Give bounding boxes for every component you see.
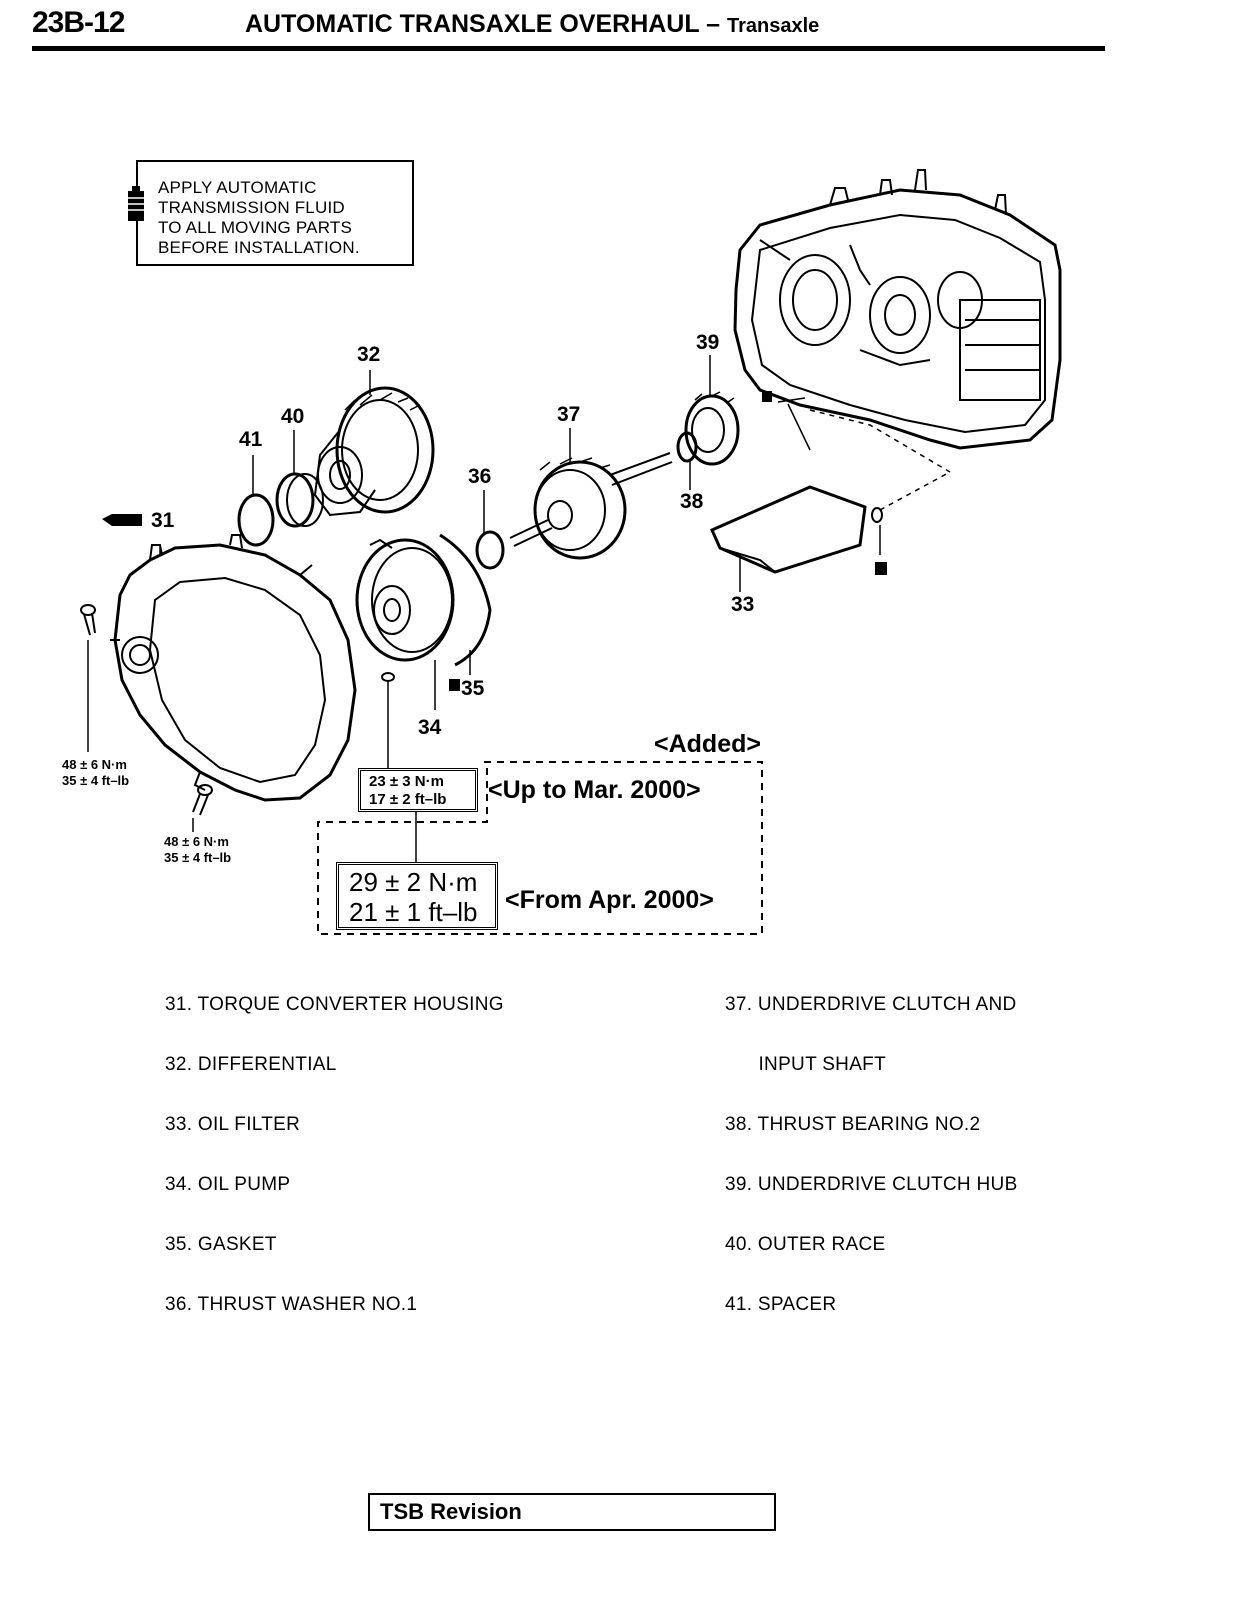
oil-pump-drawing [355,538,455,662]
legend-item: 32. DIFFERENTIAL [165,1054,337,1075]
torque-spec-housing-left: 48 ± 6 N·m 35 ± 4 ft–lb [62,757,130,788]
sealant-icon [102,514,142,526]
legend-item: 37. UNDERDRIVE CLUTCH AND [725,994,1017,1015]
legend-item: 40. OUTER RACE [725,1234,886,1255]
callout-34: 34 [418,716,442,739]
legend-item: 34. OIL PUMP [165,1174,291,1195]
atf-marker-icon [762,391,772,402]
callout-36: 36 [468,465,492,488]
tsb-revision-label: TSB Revision [380,1499,522,1524]
legend-item: 36. THRUST WASHER NO.1 [165,1294,418,1315]
atf-note-text: APPLY AUTOMATIC TRANSMISSION FLUID TO AL… [158,178,360,257]
underdrive-clutch-drawing [509,452,673,560]
page-number: 23B-12 [32,6,125,39]
legend-item: 38. THRUST BEARING NO.2 [725,1114,981,1135]
revision-added-label: <Added> [654,730,761,758]
legend-item: 35. GASKET [165,1234,277,1255]
outer-race-drawing [275,472,324,528]
underdrive-clutch-hub-drawing [684,391,740,466]
callout-32: 32 [357,343,381,366]
page-title-main: AUTOMATIC TRANSAXLE OVERHAUL – [245,10,721,38]
housing-bolt-left-drawing [80,604,96,752]
callout-40: 40 [281,405,305,428]
callout-37: 37 [557,403,581,426]
oil-filter-drawing [710,485,867,574]
callout-38: 38 [680,490,704,513]
callout-41: 41 [239,428,263,451]
callout-39: 39 [696,331,720,354]
legend-right-column: 37. UNDERDRIVE CLUTCH AND INPUT SHAFT 38… [725,955,1018,1335]
thrust-washer-drawing [475,530,505,570]
legend-item: INPUT SHAFT [725,1054,886,1075]
revision-from-label: <From Apr. 2000> [505,886,714,914]
torque-spec-pump-new: 29 ± 2 N·m 21 ± 1 ft–lb [336,862,498,930]
callout-35: 35 [461,677,485,700]
atf-note-box: APPLY AUTOMATIC TRANSMISSION FLUID TO AL… [128,160,414,266]
differential-drawing [313,386,435,517]
legend-left-column: 31. TORQUE CONVERTER HOUSING 32. DIFFERE… [165,955,504,1335]
header-rule [32,46,1105,51]
atf-marker-icon [875,562,887,575]
callout-31: 31 [151,509,175,532]
torque-spec-pump-old: 23 ± 3 N·m 17 ± 2 ft–lb [358,768,478,812]
transaxle-case-drawing [733,169,1062,450]
torque-converter-housing-drawing [110,534,357,802]
torque-spec-housing-bottom: 48 ± 6 N·m 35 ± 4 ft–lb [164,834,232,865]
legend-item: 31. TORQUE CONVERTER HOUSING [165,994,504,1015]
housing-bolt-bottom-drawing [192,784,213,832]
legend-item: 41. SPACER [725,1294,837,1315]
legend-item: 39. UNDERDRIVE CLUTCH HUB [725,1174,1018,1195]
oil-can-icon [128,186,144,221]
callout-33: 33 [731,593,755,616]
page-title-sub: Transaxle [726,15,820,37]
page-title: AUTOMATIC TRANSAXLE OVERHAUL – Transaxle [245,10,819,39]
revision-up-to-label: <Up to Mar. 2000> [488,776,701,804]
atf-marker-icon [449,679,460,691]
tsb-revision-box: TSB Revision [368,1493,776,1531]
gasket-drawing [439,533,492,667]
legend-item: 33. OIL FILTER [165,1114,301,1135]
spacer-drawing [237,493,275,547]
